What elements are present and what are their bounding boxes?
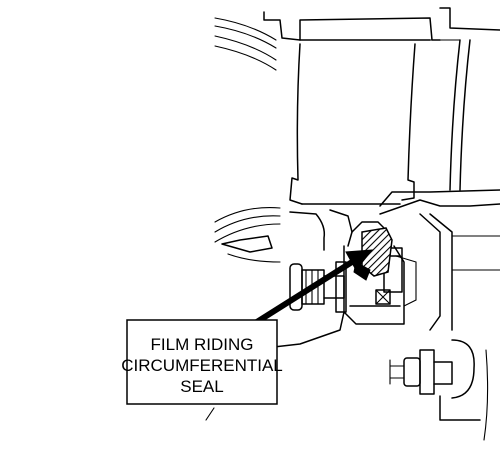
right-bolt-assembly <box>389 339 489 441</box>
inner-support <box>289 189 500 331</box>
callout-line-3: SEAL <box>180 377 223 396</box>
top-casing <box>263 7 500 41</box>
callout-leader-tick <box>205 407 215 421</box>
vane-strut <box>289 39 471 205</box>
callout-box <box>126 319 278 405</box>
callout-arrow <box>250 249 374 328</box>
callout-line-2: CIRCUMFERENTIAL <box>121 356 283 375</box>
lower-blade-arcs <box>214 207 281 263</box>
callout-line-1: FILM RIDING <box>151 335 254 354</box>
upper-blade-arcs <box>214 17 277 71</box>
